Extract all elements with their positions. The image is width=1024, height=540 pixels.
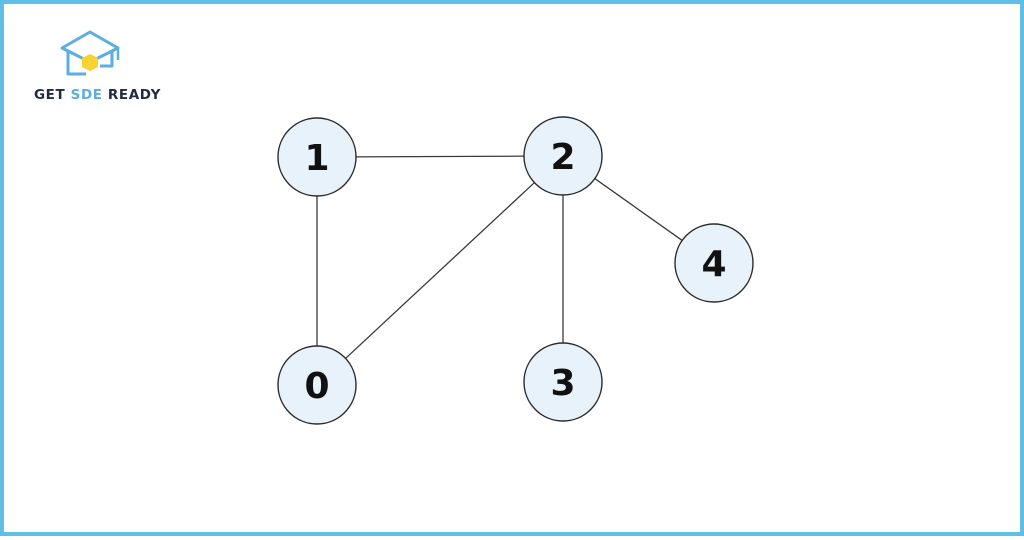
brand-word-ready: READY bbox=[107, 87, 161, 103]
node-circle bbox=[523, 116, 603, 196]
brand-logo: GET SDE READY bbox=[34, 26, 164, 106]
graph-node-3: 3 bbox=[523, 342, 603, 422]
brand-word-get: GET bbox=[34, 87, 66, 103]
graph-diagram: 0 1 2 3 4 bbox=[277, 116, 754, 425]
graph-node-1: 1 bbox=[277, 117, 357, 197]
node-label: 3 bbox=[550, 363, 575, 404]
nodes-layer: 0 1 2 3 4 bbox=[277, 116, 754, 425]
node-circle bbox=[277, 117, 357, 197]
graph-node-2: 2 bbox=[523, 116, 603, 196]
node-circle bbox=[277, 345, 357, 425]
node-label: 1 bbox=[304, 138, 329, 179]
node-circle bbox=[674, 223, 754, 303]
house-graduation-cap-icon bbox=[60, 30, 120, 76]
edge-2-4 bbox=[594, 178, 683, 241]
edges-layer bbox=[316, 155, 683, 359]
node-label: 4 bbox=[701, 244, 726, 285]
node-label: 0 bbox=[304, 366, 329, 407]
brand-word-sde: SDE bbox=[70, 87, 103, 103]
edge-1-2 bbox=[355, 155, 525, 158]
graph-node-0: 0 bbox=[277, 345, 357, 425]
node-label: 2 bbox=[550, 137, 575, 178]
edge-2-0 bbox=[345, 182, 535, 359]
graph-node-4: 4 bbox=[674, 223, 754, 303]
node-circle bbox=[523, 342, 603, 422]
brand-name: GET SDE READY bbox=[34, 87, 161, 103]
